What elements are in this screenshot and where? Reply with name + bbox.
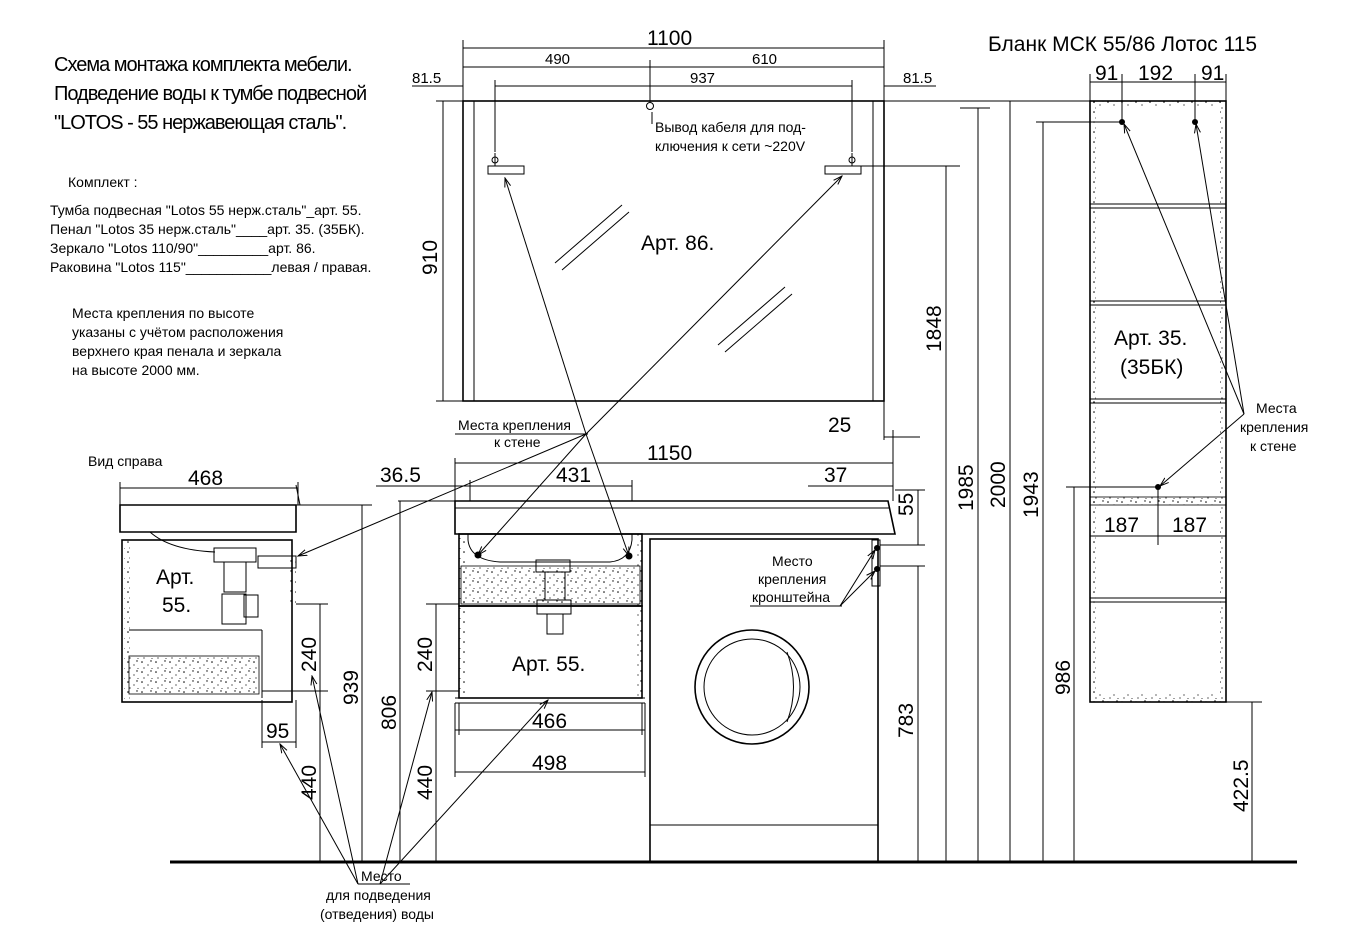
bracket-label-2: крепления bbox=[758, 571, 826, 587]
mirror-width-dims bbox=[412, 40, 936, 152]
dim-910: 910 bbox=[419, 240, 442, 275]
kit-item: Пенал "Lotos 35 нерж.сталь"____арт. 35. … bbox=[50, 221, 365, 237]
mount-note-line: указаны с учётом расположения bbox=[72, 324, 283, 340]
dim-440-side: 440 bbox=[298, 765, 321, 800]
dim-610: 610 bbox=[752, 51, 777, 68]
wall-mount-label-1: Места крепления bbox=[458, 417, 571, 433]
dim-422-5: 422.5 bbox=[1230, 759, 1253, 812]
wall-mount-label-2: к стене bbox=[494, 434, 541, 450]
dim-192: 192 bbox=[1138, 62, 1173, 85]
dim-1100: 1100 bbox=[647, 27, 692, 50]
dim-55: 55 bbox=[895, 493, 918, 516]
dim-806: 806 bbox=[378, 695, 401, 730]
cable-outlet-icon bbox=[646, 102, 654, 110]
art55-main-label: Арт. 55. bbox=[512, 653, 585, 676]
dim-1943: 1943 bbox=[1020, 471, 1043, 518]
dim-81-5-left: 81.5 bbox=[412, 70, 441, 87]
dim-91-right: 91 bbox=[1201, 62, 1224, 85]
center-height-dims bbox=[398, 500, 459, 862]
dim-2000: 2000 bbox=[987, 461, 1010, 508]
blank-title: Бланк МСК 55/86 Лотос 115 bbox=[988, 33, 1257, 56]
dim-468: 468 bbox=[188, 467, 223, 490]
dim-1985: 1985 bbox=[955, 464, 978, 511]
mount-note-line: верхнего края пенала и зеркала bbox=[72, 343, 282, 359]
kit-item: Раковина "Lotos 115"___________левая / п… bbox=[50, 259, 371, 275]
title-line-3: "LOTOS - 55 нержавеющая сталь". bbox=[54, 112, 346, 134]
bracket-label-1: Место bbox=[772, 553, 813, 569]
dim-37: 37 bbox=[824, 464, 847, 487]
dim-498: 498 bbox=[532, 752, 567, 775]
dim-187-left: 187 bbox=[1104, 514, 1139, 537]
kit-item: Зеркало "Lotos 110/90"_________арт. 86. bbox=[50, 240, 316, 256]
title-line-2: Подведение воды к тумбе подвесной bbox=[54, 83, 366, 105]
dim-466: 466 bbox=[532, 710, 567, 733]
dim-25: 25 bbox=[828, 414, 851, 437]
mount-note-line: на высоте 2000 мм. bbox=[72, 362, 200, 378]
dim-986: 986 bbox=[1052, 660, 1075, 695]
kit-heading: Комплект : bbox=[68, 174, 138, 190]
kit-item: Тумба подвесная "Lotos 55 нерж.сталь"_ар… bbox=[50, 202, 362, 218]
side-view-cabinet bbox=[119, 484, 301, 703]
side-view-label: Вид справа bbox=[88, 453, 163, 469]
title-line-1: Схема монтажа комплекта мебели. bbox=[54, 54, 352, 76]
dim-1848: 1848 bbox=[923, 305, 946, 352]
kit-list: Комплект : Тумба подвесная "Lotos 55 нер… bbox=[50, 174, 371, 275]
water-label-2: для подведения bbox=[326, 887, 431, 903]
dim-440-center: 440 bbox=[414, 765, 437, 800]
art55-side-label-1: Арт. bbox=[156, 566, 194, 589]
cable-note-line-1: Вывод кабеля для под- bbox=[655, 119, 806, 135]
washing-machine bbox=[649, 538, 881, 863]
art35-label: Арт. 35. bbox=[1114, 327, 1187, 350]
dim-187-right: 187 bbox=[1172, 514, 1207, 537]
wall-mount-right-1: Места bbox=[1256, 400, 1297, 416]
sink-cabinet-front bbox=[454, 500, 896, 704]
art35bk-label: (35БК) bbox=[1120, 356, 1183, 379]
bracket-label-3: кронштейна bbox=[752, 589, 830, 605]
water-callout bbox=[280, 676, 548, 885]
dim-240-side: 240 bbox=[298, 637, 321, 672]
cable-note-line-2: ключения к сети ~220V bbox=[655, 138, 806, 154]
dim-939: 939 bbox=[340, 670, 363, 705]
art86-label: Арт. 86. bbox=[641, 232, 714, 255]
dim-490: 490 bbox=[545, 51, 570, 68]
water-label-3: (отведения) воды bbox=[320, 906, 434, 922]
mount-note: Места крепления по высоте указаны с учёт… bbox=[72, 305, 283, 378]
dim-937: 937 bbox=[690, 70, 715, 87]
wall-mount-right-3: к стене bbox=[1250, 438, 1297, 454]
dim-783: 783 bbox=[895, 703, 918, 738]
sink-dims bbox=[376, 401, 920, 501]
wall-mount-right-2: крепления bbox=[1240, 419, 1308, 435]
dim-81-5-right: 81.5 bbox=[903, 70, 932, 87]
tall-cabinet bbox=[1089, 100, 1227, 703]
height-dims bbox=[860, 100, 1122, 862]
dim-91-left: 91 bbox=[1095, 62, 1118, 85]
art55-side-label-2: 55. bbox=[162, 594, 191, 617]
water-label-1: Место bbox=[361, 868, 402, 884]
dim-95: 95 bbox=[266, 720, 289, 743]
title-block: Схема монтажа комплекта мебели. Подведен… bbox=[54, 54, 367, 134]
dim-240-center: 240 bbox=[414, 637, 437, 672]
dim-1150: 1150 bbox=[647, 442, 692, 465]
mount-note-line: Места крепления по высоте bbox=[72, 305, 254, 321]
dim-431: 431 bbox=[556, 464, 591, 487]
mirror bbox=[462, 100, 885, 402]
dim-36-5: 36.5 bbox=[380, 464, 421, 487]
